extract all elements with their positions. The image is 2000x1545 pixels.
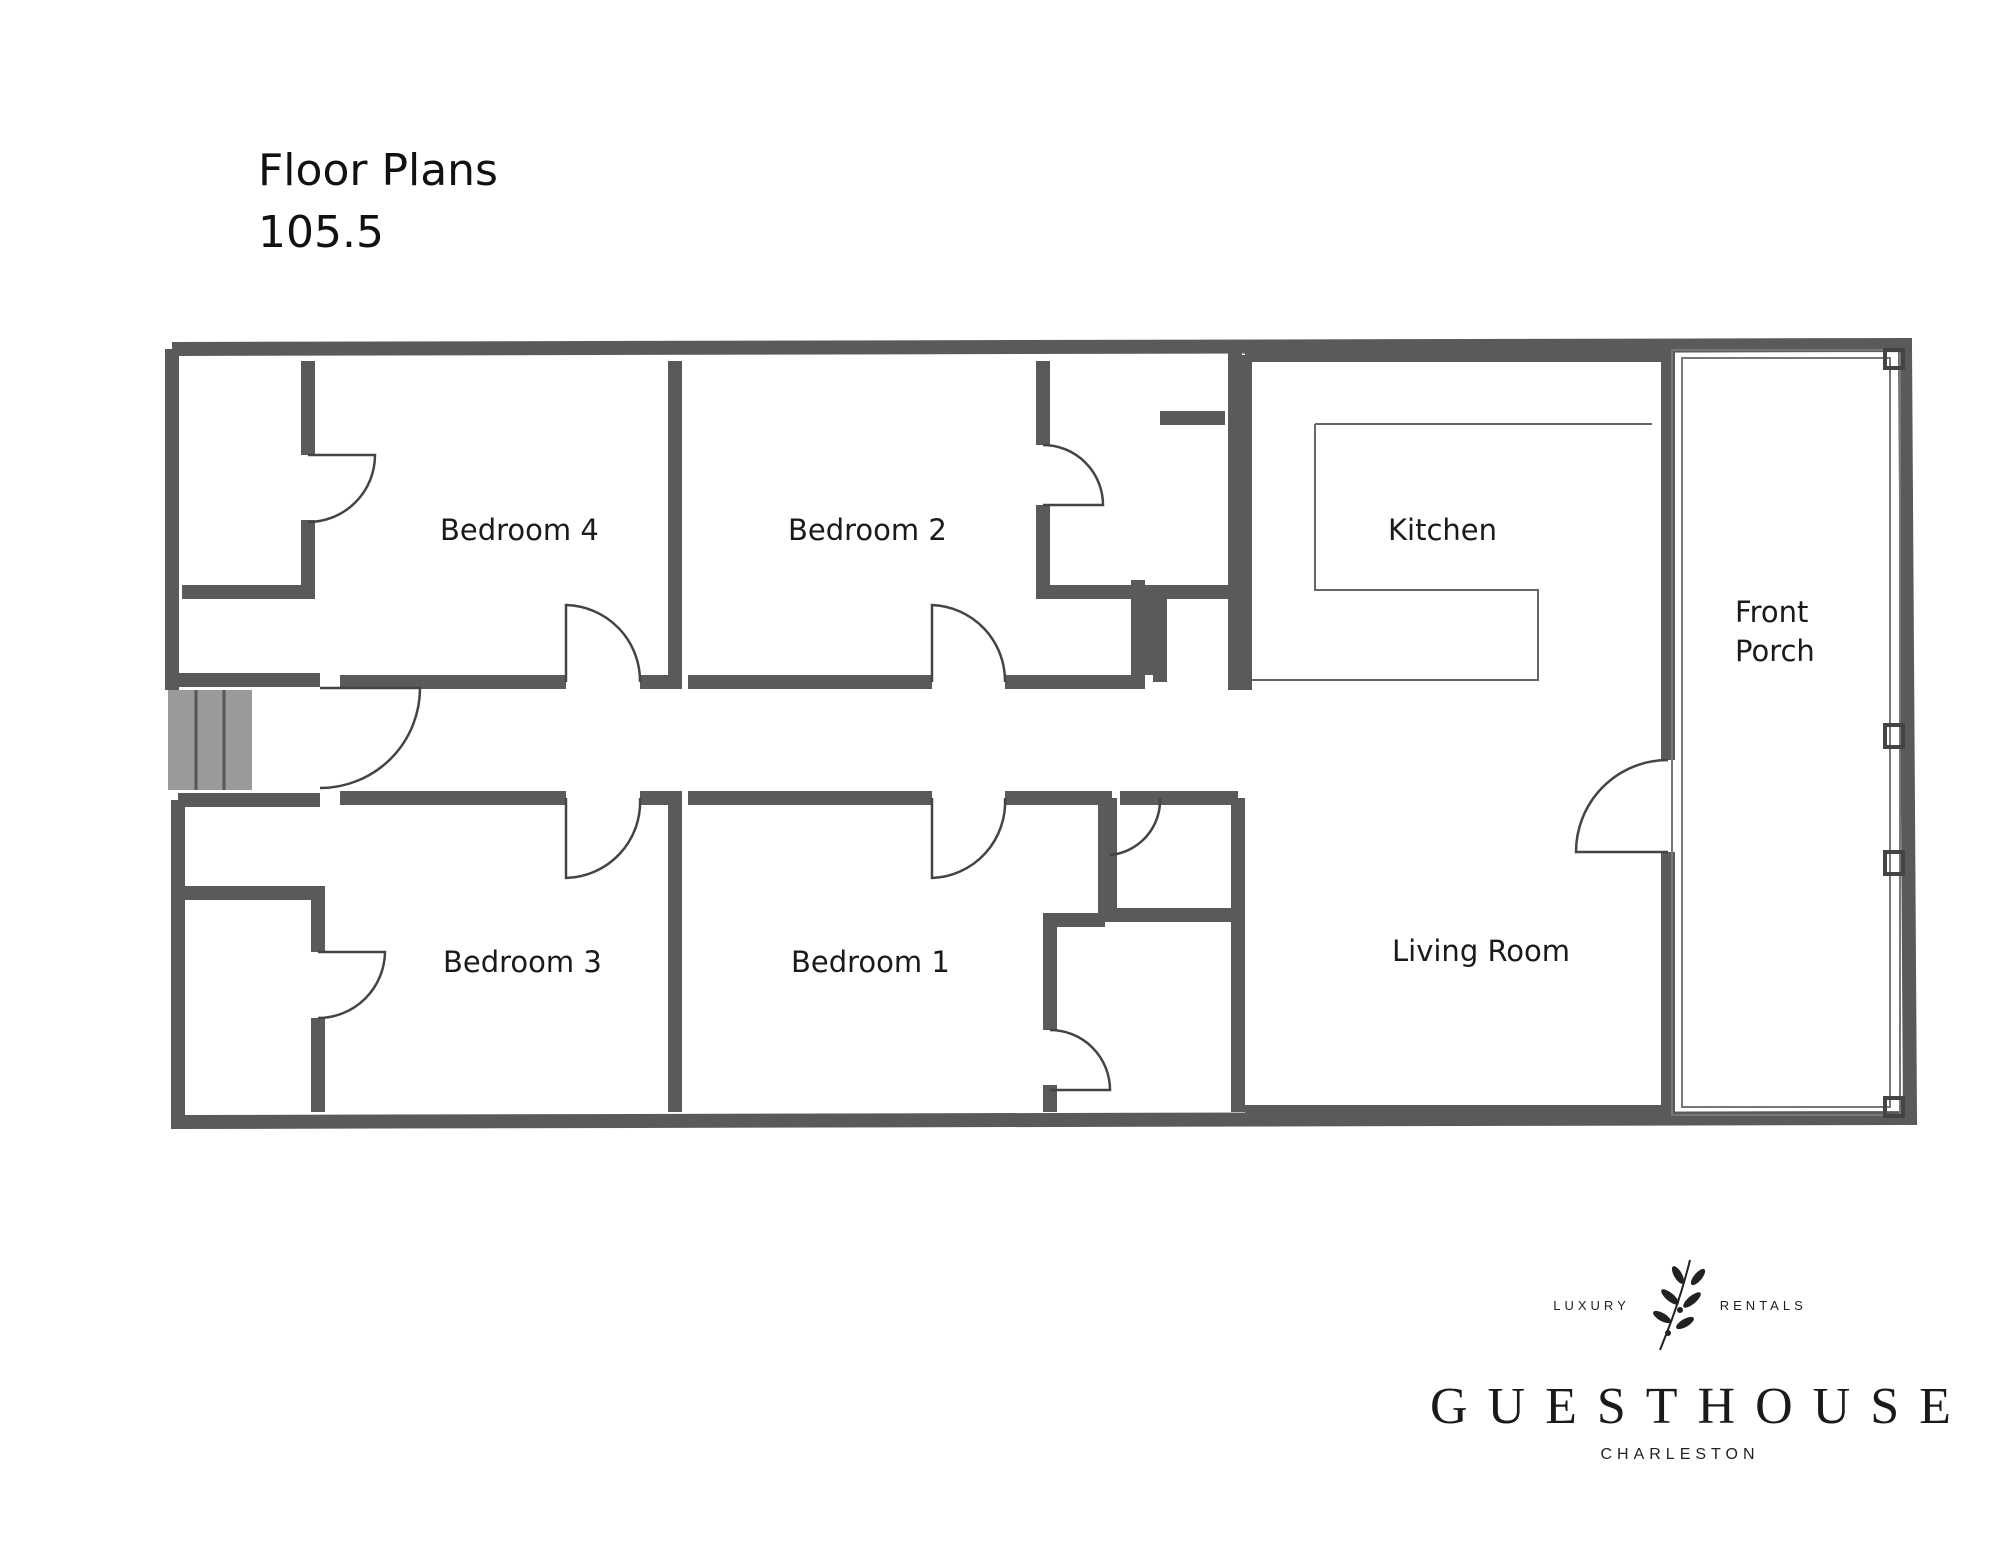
room-label-bedroom-4: Bedroom 4 — [440, 513, 599, 547]
corridor-walls — [178, 361, 1145, 1112]
room-label-bedroom-3: Bedroom 3 — [443, 945, 602, 979]
room-label-front-porch-2: Porch — [1735, 634, 1815, 668]
logo-tag-right: RENTALS — [1719, 1297, 1807, 1313]
stairs — [168, 690, 252, 790]
room-label-bedroom-2: Bedroom 2 — [788, 513, 947, 547]
room-label-kitchen: Kitchen — [1388, 513, 1497, 547]
bedroom3-closet-walls — [182, 886, 325, 1112]
logo-brand: GUESTHOUSE — [1430, 1378, 1971, 1435]
bedroom4-closet-walls — [182, 361, 315, 599]
logo-tag-left: LUXURY — [1553, 1297, 1630, 1313]
olive-branch-icon — [1652, 1259, 1705, 1351]
living-porch-walls — [1238, 348, 1675, 1119]
room-labels: Bedroom 4 Bedroom 2 Kitchen Front Porch … — [440, 513, 1815, 979]
bedroom1-bath-walls — [1043, 791, 1245, 1112]
logo-tagline: LUXURY RENTALS — [1420, 1255, 1940, 1355]
bedroom2-bath-walls — [1036, 361, 1242, 682]
room-label-front-porch-1: Front — [1735, 595, 1808, 629]
door-swings — [307, 443, 1669, 1092]
page-header: Floor Plans 105.5 — [258, 140, 498, 264]
room-label-living-room: Living Room — [1392, 934, 1570, 968]
kitchen-counter — [1252, 423, 1652, 681]
logo-city: CHARLESTON — [1600, 1446, 1760, 1463]
page-subtitle: 105.5 — [258, 207, 384, 258]
exterior-walls — [165, 337, 1918, 1130]
page-title: Floor Plans — [258, 145, 498, 196]
porch-outline — [1671, 348, 1905, 1118]
room-label-bedroom-1: Bedroom 1 — [791, 945, 950, 979]
brand-logo: LUXURY RENTALS GUESTHOUSE CHARLESTON — [1420, 1255, 1971, 1464]
